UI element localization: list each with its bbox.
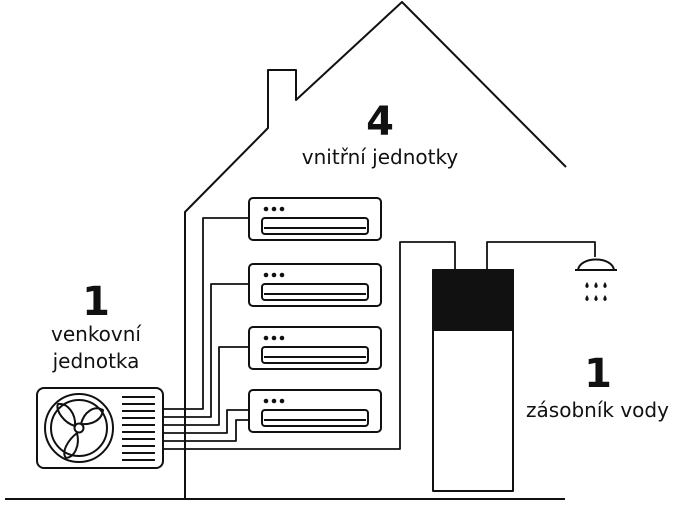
water-tank-icon bbox=[432, 269, 514, 492]
indoor-label: vnitřní jednotky bbox=[301, 145, 459, 169]
connection-pipes bbox=[163, 217, 596, 450]
tank-label: zásobník vody bbox=[526, 398, 669, 422]
tank-count: 1 bbox=[584, 351, 612, 397]
wall-ac-unit-icon bbox=[248, 389, 382, 433]
outdoor-label-line1: venkovní bbox=[51, 322, 141, 346]
outdoor-label-line2: jednotka bbox=[52, 349, 140, 373]
house-outline-icon bbox=[184, 1, 567, 499]
wall-ac-unit-icon bbox=[248, 326, 382, 370]
wall-ac-unit-icon bbox=[248, 263, 382, 307]
wall-ac-unit-icon bbox=[248, 197, 382, 241]
shower-head-icon bbox=[575, 258, 617, 301]
outdoor-count: 1 bbox=[82, 279, 110, 325]
indoor-count: 4 bbox=[366, 99, 394, 145]
outdoor-fan-unit-icon bbox=[36, 387, 164, 469]
